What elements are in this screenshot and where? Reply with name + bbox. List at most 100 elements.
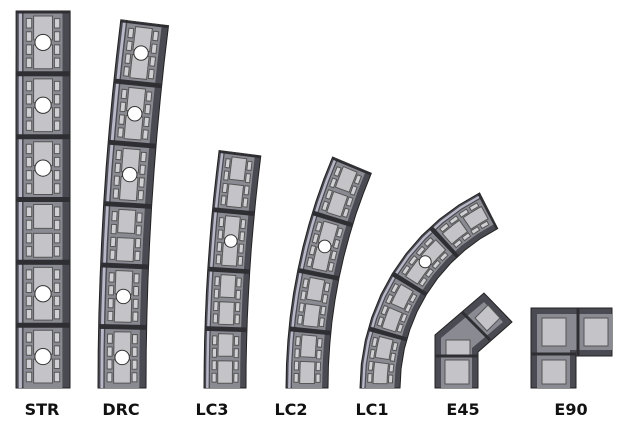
cross-tie bbox=[331, 157, 372, 176]
side-slot bbox=[215, 254, 222, 265]
panel bbox=[113, 359, 131, 384]
cross-tie bbox=[16, 197, 70, 202]
cross-tie bbox=[477, 192, 498, 230]
side-slot bbox=[25, 219, 33, 231]
panel bbox=[441, 219, 469, 245]
panel bbox=[33, 204, 53, 229]
side-slot bbox=[134, 250, 141, 262]
side-slot bbox=[302, 278, 310, 289]
panel bbox=[372, 361, 390, 385]
cross-tie bbox=[120, 19, 169, 29]
side-slot bbox=[53, 156, 61, 168]
cross-tie bbox=[100, 262, 149, 270]
cross-tie bbox=[297, 267, 340, 281]
side-slot bbox=[233, 372, 239, 383]
side-slot bbox=[25, 44, 33, 55]
side-slot bbox=[224, 158, 231, 169]
track-str bbox=[15, 10, 71, 389]
side-slot bbox=[294, 348, 301, 359]
panel bbox=[334, 165, 358, 193]
track-bed bbox=[365, 197, 496, 388]
side-slot bbox=[448, 215, 460, 226]
side-slot bbox=[321, 200, 329, 212]
panel bbox=[218, 301, 235, 326]
side-slot bbox=[243, 185, 250, 196]
mount-hole bbox=[115, 288, 132, 305]
cross-tie bbox=[16, 322, 70, 328]
side-slot bbox=[233, 335, 240, 346]
panel bbox=[390, 283, 414, 310]
side-slot bbox=[296, 314, 304, 325]
cross-tie bbox=[113, 78, 162, 89]
side-slot bbox=[25, 345, 33, 356]
side-slot bbox=[132, 285, 140, 297]
side-slot bbox=[396, 323, 404, 334]
side-slot bbox=[294, 336, 301, 347]
side-slot bbox=[452, 238, 463, 249]
cross-tie bbox=[103, 201, 152, 209]
side-slot bbox=[25, 282, 33, 293]
side-slot bbox=[124, 53, 132, 65]
panel bbox=[299, 360, 316, 385]
track-lc1 bbox=[359, 192, 499, 389]
side-slot bbox=[132, 311, 139, 322]
side-slot bbox=[330, 250, 338, 261]
side-slot bbox=[401, 264, 411, 276]
side-slot bbox=[109, 249, 116, 260]
mount-hole bbox=[122, 166, 138, 183]
panel bbox=[444, 359, 470, 385]
side-slot bbox=[423, 236, 435, 248]
side-slot bbox=[223, 170, 230, 181]
cross-tie bbox=[204, 326, 247, 333]
side-slot bbox=[25, 206, 33, 217]
panel bbox=[117, 208, 137, 235]
side-slot bbox=[234, 301, 241, 313]
panel bbox=[217, 360, 233, 384]
side-slot bbox=[149, 56, 157, 67]
panel bbox=[33, 232, 53, 258]
side-slot bbox=[142, 129, 149, 140]
side-slot bbox=[385, 293, 394, 305]
side-slot bbox=[211, 360, 217, 371]
side-slot bbox=[390, 282, 400, 294]
panel bbox=[326, 190, 349, 218]
rail-highlight bbox=[100, 20, 127, 388]
side-slot bbox=[140, 151, 147, 163]
side-slot bbox=[53, 232, 61, 244]
side-slot bbox=[53, 246, 61, 257]
cross-tie bbox=[16, 71, 71, 77]
side-slot bbox=[25, 143, 33, 155]
side-slot bbox=[53, 219, 61, 231]
side-slot bbox=[213, 288, 220, 299]
side-slot bbox=[106, 359, 113, 370]
panel bbox=[126, 86, 147, 113]
panel bbox=[311, 246, 332, 272]
panel bbox=[474, 304, 501, 332]
side-slot bbox=[212, 335, 218, 346]
side-slot bbox=[404, 302, 413, 313]
side-slot bbox=[399, 312, 408, 323]
side-slot bbox=[315, 361, 322, 372]
side-slot bbox=[53, 170, 61, 181]
side-slot bbox=[53, 18, 61, 29]
side-slot bbox=[235, 289, 242, 300]
side-slot bbox=[308, 244, 317, 256]
side-slot bbox=[25, 170, 33, 181]
side-slot bbox=[53, 206, 61, 217]
side-slot bbox=[380, 304, 389, 316]
side-slot bbox=[115, 149, 122, 161]
panel bbox=[33, 107, 53, 133]
side-slot bbox=[216, 241, 223, 253]
panel bbox=[33, 266, 53, 292]
mount-hole bbox=[418, 255, 432, 269]
side-slot bbox=[120, 88, 128, 100]
side-slot bbox=[233, 360, 239, 371]
cross-tie bbox=[311, 210, 354, 228]
side-slot bbox=[25, 120, 33, 131]
side-slot bbox=[316, 337, 323, 348]
side-slot bbox=[320, 305, 327, 316]
side-slot bbox=[53, 57, 61, 69]
side-slot bbox=[53, 358, 61, 369]
panel bbox=[33, 44, 53, 70]
side-slot bbox=[53, 44, 61, 55]
